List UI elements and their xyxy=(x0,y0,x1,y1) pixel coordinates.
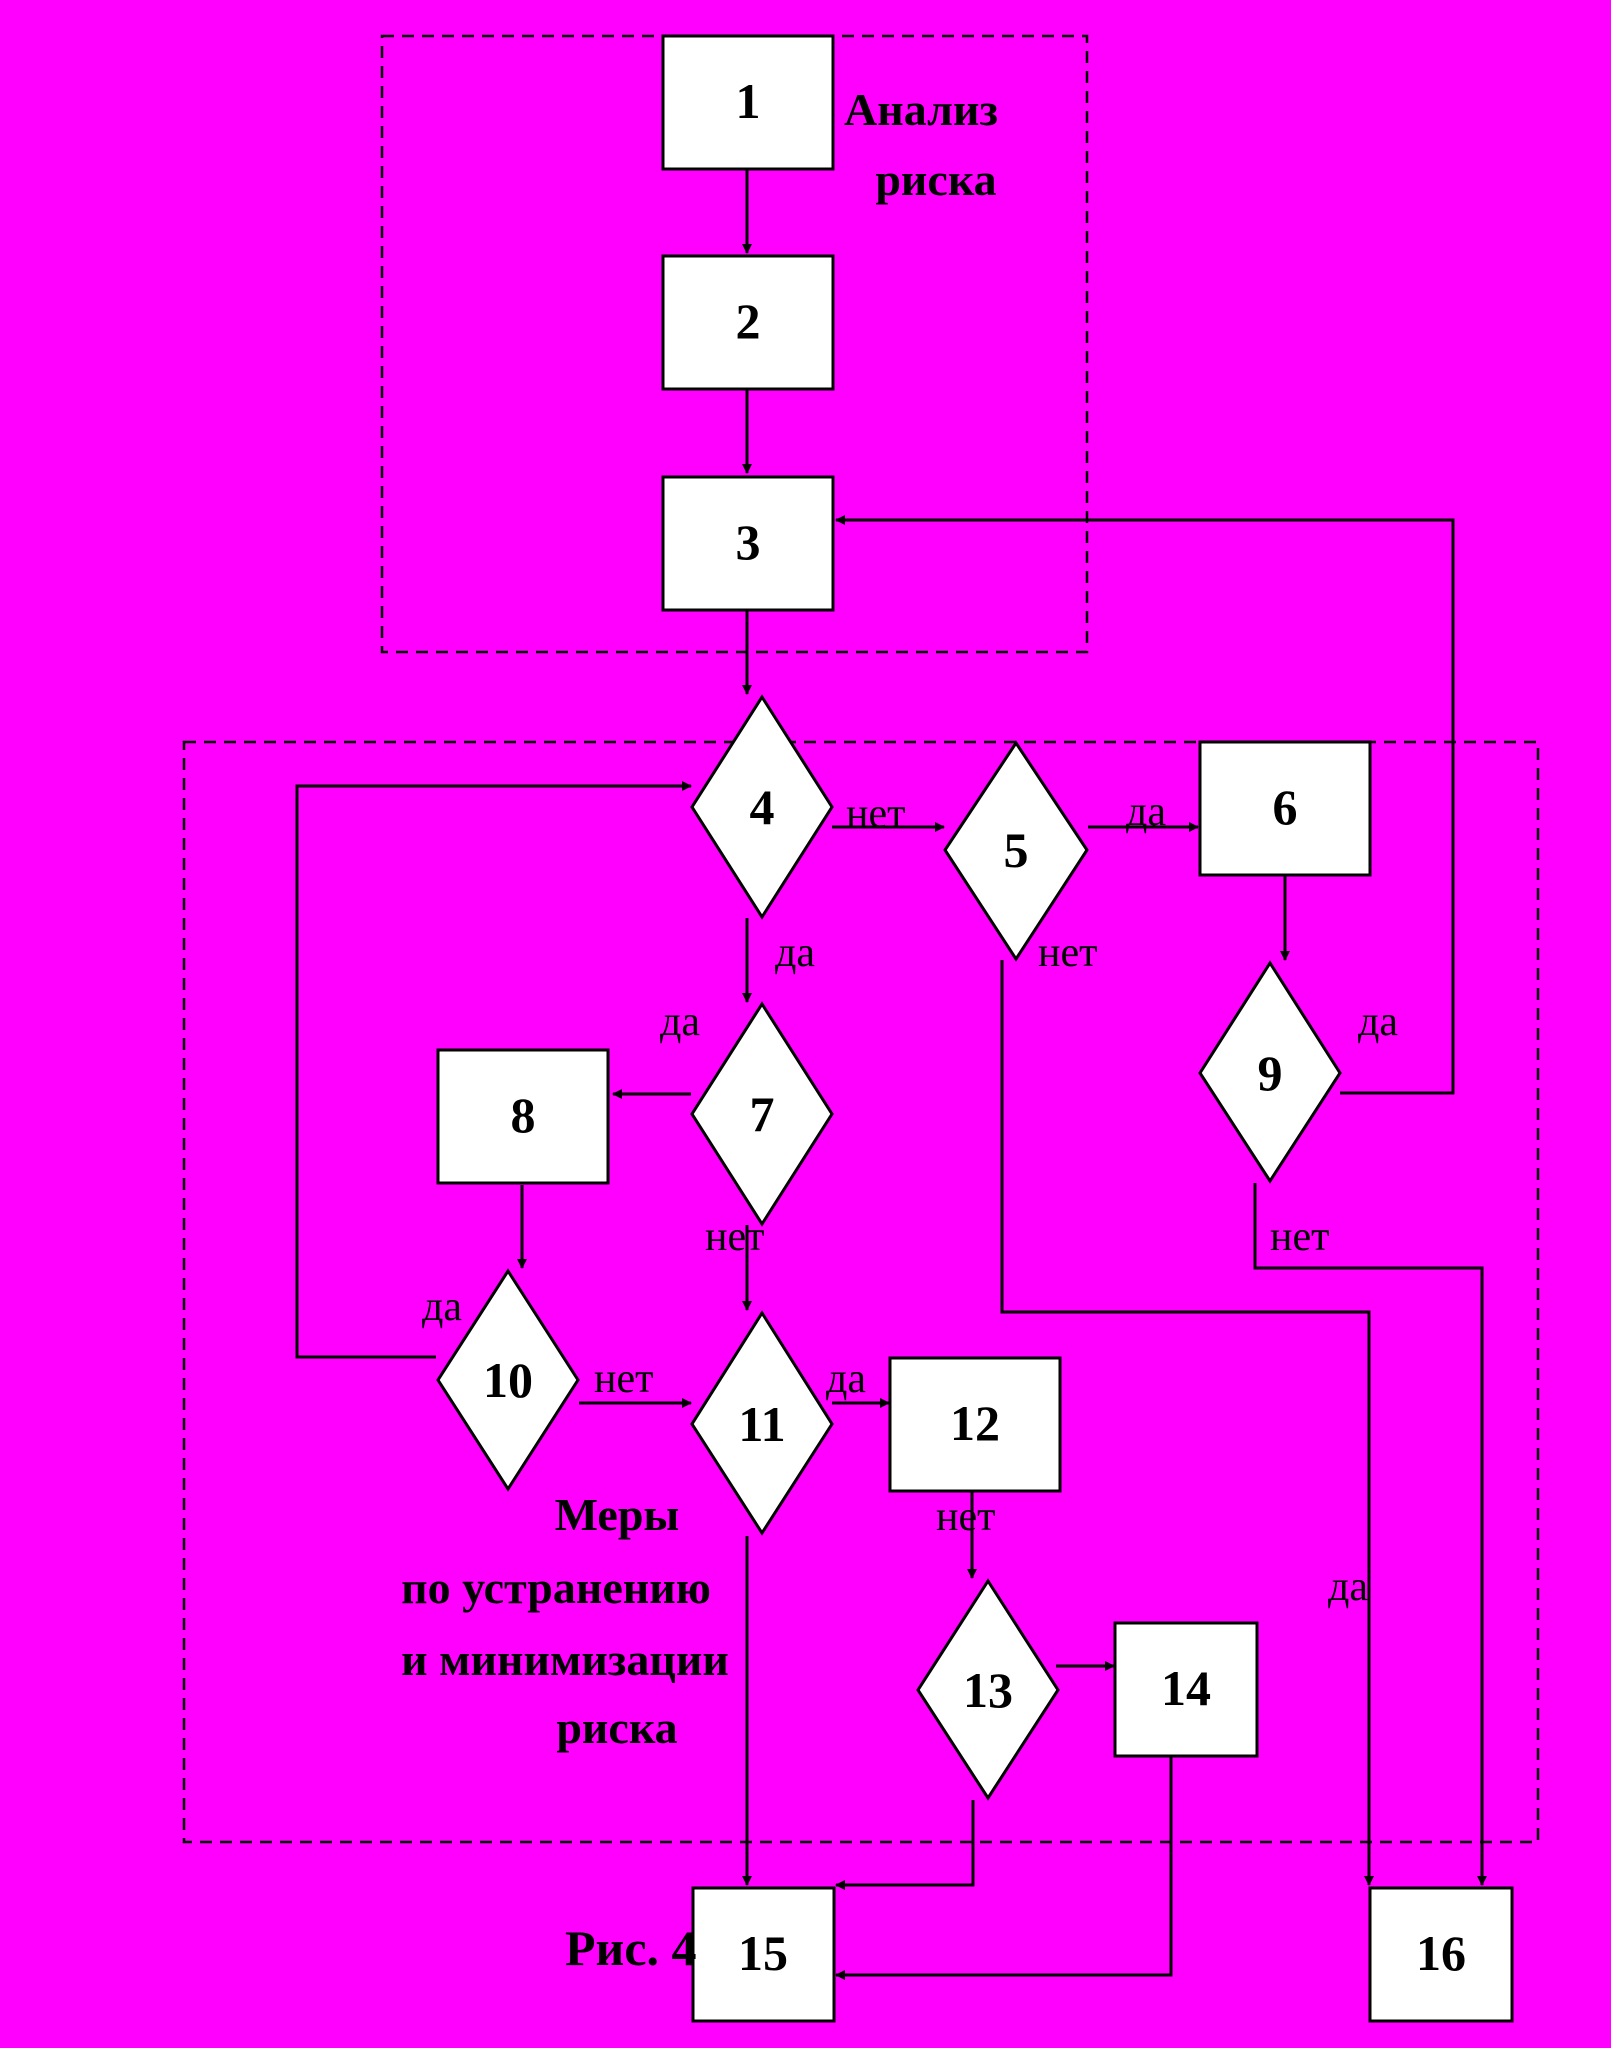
node-label-5: 5 xyxy=(1004,822,1029,878)
node-label-15: 15 xyxy=(738,1925,788,1981)
decision-diamond-10 xyxy=(436,1268,580,1492)
label-7-yes: да xyxy=(660,999,700,1045)
measures-label-line-3: и минимизации xyxy=(401,1634,729,1685)
edge-13-15 xyxy=(835,1800,975,1890)
node-label-13: 13 xyxy=(963,1662,1013,1718)
node-label-2: 2 xyxy=(736,293,761,349)
label-9-no: нет xyxy=(1270,1214,1329,1260)
process-box-6 xyxy=(1198,740,1372,877)
label-9-yes: да xyxy=(1358,999,1398,1045)
node-label-3: 3 xyxy=(736,514,761,570)
label-5-yes: да xyxy=(1126,789,1166,835)
process-box-3 xyxy=(661,475,835,612)
measures-label-line-2: по устранению xyxy=(401,1562,711,1613)
label-4-yes: да xyxy=(775,930,815,976)
decision-diamond-11 xyxy=(690,1310,834,1536)
node-label-4: 4 xyxy=(750,779,775,835)
node-label-6: 6 xyxy=(1273,779,1298,835)
node-label-10: 10 xyxy=(483,1352,533,1408)
decision-diamond-13 xyxy=(916,1578,1060,1801)
label-4-no: нет xyxy=(846,791,905,837)
decision-diamond-9 xyxy=(1198,960,1342,1184)
figure-caption: Рис. 4 xyxy=(565,1920,697,1976)
edge-labels: нет да нет да да да нет нет да нет да не… xyxy=(422,789,1398,1610)
label-12-no: нет xyxy=(936,1494,995,1540)
decision-diamond-4 xyxy=(690,694,834,920)
measures-label-line-4: риска xyxy=(556,1702,677,1753)
edge-9-16 xyxy=(1253,1183,1487,1886)
edge-5-16 xyxy=(1000,960,1374,1886)
edges xyxy=(295,170,1487,1980)
decision-diamond-7 xyxy=(690,1001,834,1227)
node-label-8: 8 xyxy=(511,1087,536,1143)
label-10-yes: да xyxy=(422,1284,462,1330)
process-box-14 xyxy=(1113,1621,1259,1758)
label-11-yes: да xyxy=(826,1356,866,1402)
node-label-11: 11 xyxy=(738,1396,785,1452)
node-label-12: 12 xyxy=(950,1395,1000,1451)
edge-10-4 xyxy=(295,781,692,1359)
label-5-16-yes: да xyxy=(1328,1564,1368,1610)
edge-9-3 xyxy=(835,515,1455,1095)
node-label-7: 7 xyxy=(750,1086,775,1142)
process-box-8 xyxy=(436,1048,610,1185)
edge-14-15 xyxy=(835,1756,1173,1980)
nodes: 1 2 3 4 5 6 7 8 9 10 11 12 13 14 15 16 xyxy=(436,34,1514,2023)
process-box-2 xyxy=(661,254,835,391)
label-10-no: нет xyxy=(594,1356,653,1402)
decision-diamond-5 xyxy=(943,740,1089,962)
label-7-no: нет xyxy=(705,1214,764,1260)
analysis-label-line-1: Анализ xyxy=(844,84,998,135)
region-labels: Анализ риска Меры по устранению и миними… xyxy=(401,84,998,1753)
process-box-12 xyxy=(888,1356,1062,1493)
label-5-no: нет xyxy=(1038,930,1097,976)
process-box-15 xyxy=(691,1886,836,2023)
measures-label-line-1: Меры xyxy=(555,1489,680,1540)
node-label-14: 14 xyxy=(1161,1660,1211,1716)
process-box-1 xyxy=(661,34,835,171)
node-label-9: 9 xyxy=(1258,1045,1283,1101)
process-box-16 xyxy=(1368,1886,1514,2023)
measures-region xyxy=(182,740,1540,1844)
node-label-16: 16 xyxy=(1416,1925,1466,1981)
analysis-label-line-2: риска xyxy=(875,154,996,205)
node-label-1: 1 xyxy=(736,73,761,129)
